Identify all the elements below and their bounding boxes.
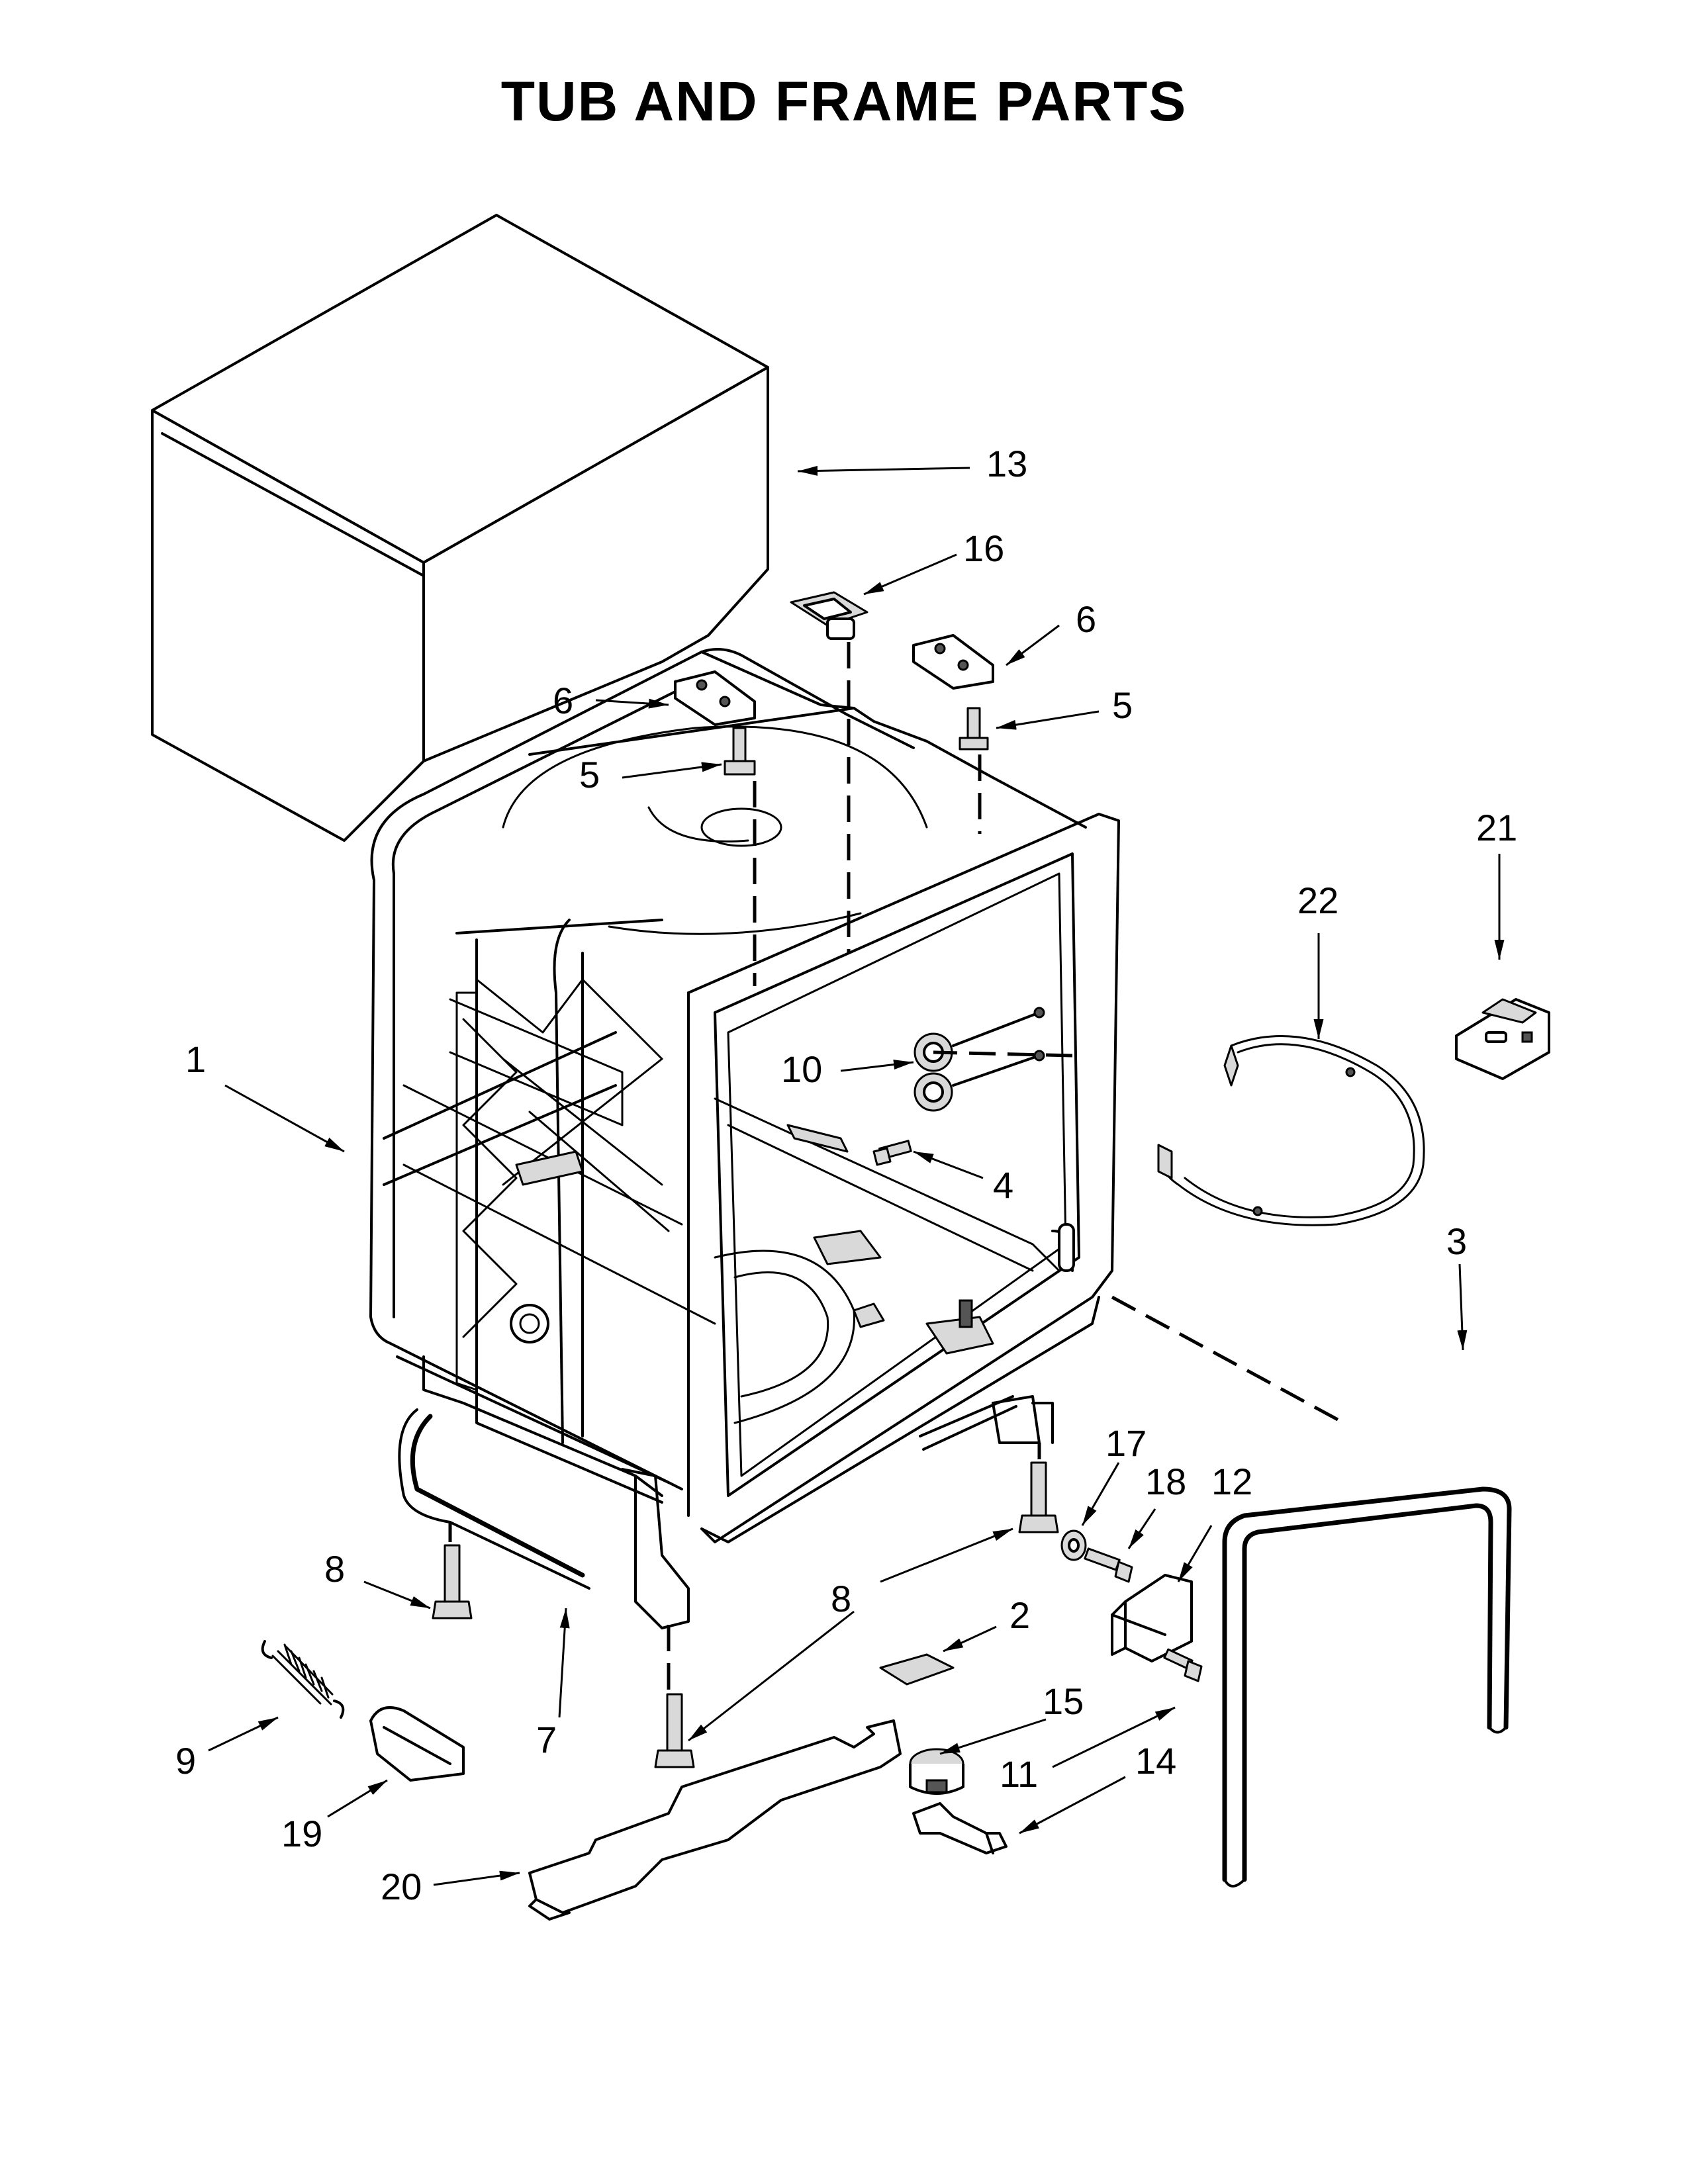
diagram-title: TUB AND FRAME PARTS: [500, 70, 1188, 132]
callout-5: 5: [1112, 684, 1133, 726]
callout-5: 5: [579, 754, 600, 796]
callout-12: 12: [1211, 1461, 1252, 1502]
callout-8: 8: [831, 1578, 851, 1619]
leveling-leg-part: [432, 1461, 1059, 1768]
callout-15: 15: [1043, 1680, 1084, 1722]
wire-harness-part: [1157, 1034, 1425, 1226]
vent-screw-part: [786, 1124, 912, 1166]
screw-part: [724, 707, 989, 776]
callout-1: 1: [185, 1038, 206, 1080]
insulation-blanket-part: [151, 214, 769, 842]
callout-20: 20: [381, 1866, 422, 1907]
screw-11-part: [1163, 1648, 1203, 1682]
callout-8: 8: [324, 1548, 345, 1590]
callout-21: 21: [1476, 807, 1517, 848]
callout-6: 6: [553, 680, 573, 721]
door-spring-part: [261, 1640, 345, 1719]
callout-14: 14: [1135, 1740, 1176, 1782]
base-rail-part: [398, 1408, 690, 1629]
callout-2: 2: [1009, 1594, 1030, 1636]
callout-10: 10: [781, 1048, 822, 1090]
callout-11: 11: [1000, 1753, 1038, 1795]
callout-7: 7: [536, 1719, 557, 1760]
hinge-bracket-part: [674, 634, 994, 726]
pad-part: [879, 1653, 955, 1686]
callout-16: 16: [963, 527, 1004, 569]
alignment-lines: [448, 642, 1345, 1691]
clip-part: [790, 591, 868, 640]
washer-part: [1060, 1529, 1087, 1561]
callout-13: 13: [986, 443, 1027, 484]
side-bracket-part: [1111, 1574, 1193, 1662]
door-gasket-part: [1222, 1486, 1512, 1888]
cover-part: [369, 1706, 465, 1782]
callout-19: 19: [281, 1813, 322, 1854]
callout-9: 9: [175, 1740, 196, 1782]
callout-18: 18: [1145, 1461, 1186, 1502]
callout-labels: 13 16 6 6 5 5 21 22 1 10 4 3 17 18 12 8 …: [175, 443, 1517, 1907]
thermostat-part: [909, 1748, 964, 1795]
callout-17: 17: [1105, 1422, 1147, 1464]
callout-6: 6: [1076, 598, 1096, 640]
bolt-part: [1084, 1547, 1133, 1583]
callout-3: 3: [1446, 1220, 1467, 1262]
fitting-part: [914, 1007, 1045, 1112]
callout-22: 22: [1297, 880, 1338, 921]
leader-lines: [208, 465, 1505, 1886]
callout-4: 4: [993, 1164, 1013, 1206]
mounting-bracket-part: [1455, 998, 1550, 1080]
toe-panel-part: [528, 1719, 902, 1921]
tub-assembly-part: [369, 648, 1120, 1543]
thermostat-bracket-part: [912, 1802, 1008, 1854]
